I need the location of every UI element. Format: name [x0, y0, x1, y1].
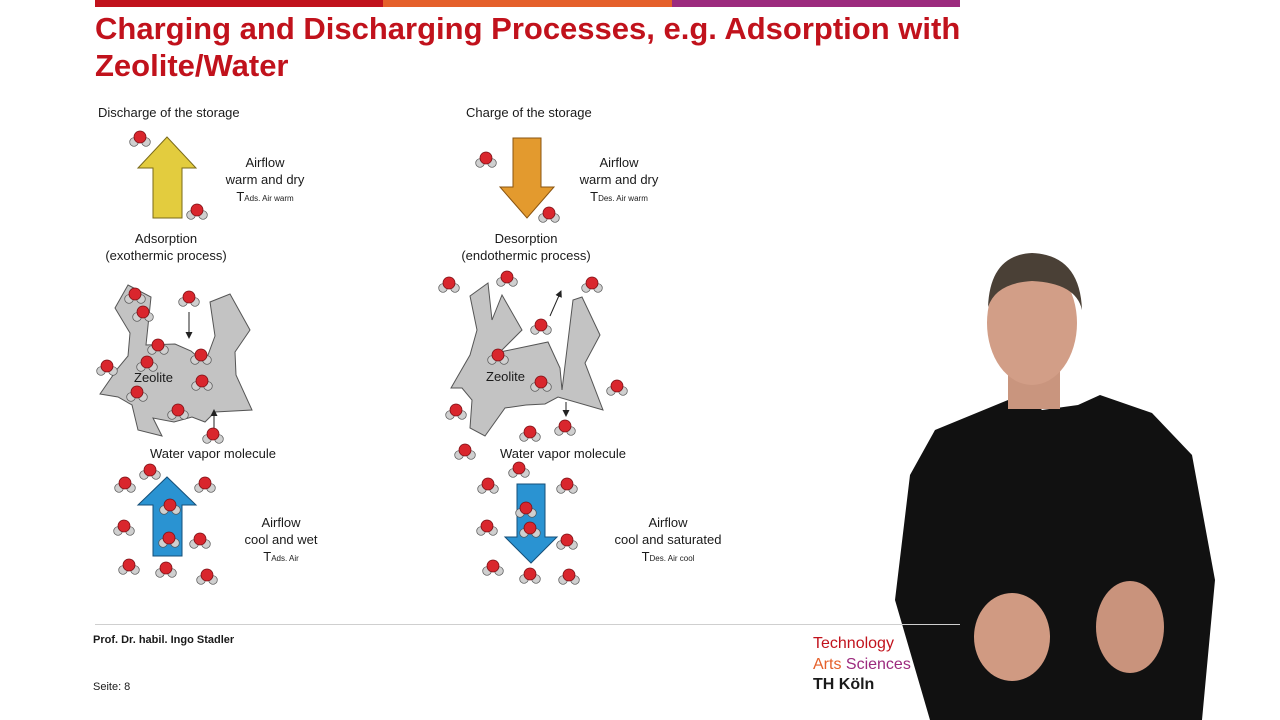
right-bottom-airflow-temp: TDes. Air cool: [604, 548, 732, 567]
right-process-line2: (endothermic process): [461, 248, 591, 263]
left-top-airflow-line1: Airflow: [245, 155, 285, 170]
left-bottom-airflow-line1: Airflow: [261, 515, 301, 530]
right-bottom-airflow-line2: cool and saturated: [614, 532, 722, 547]
logo-line2-arts: Arts: [813, 655, 842, 673]
left-bottom-t: T: [263, 549, 272, 564]
right-top-airflow-line2: warm and dry: [579, 172, 659, 187]
right-process-line1: Desorption: [494, 231, 558, 246]
logo-line3: TH Köln: [813, 676, 875, 693]
left-top-t-sub: Ads. Air warm: [244, 194, 294, 203]
footer-author: Prof. Dr. habil. Ingo Stadler: [93, 634, 235, 646]
airflow-up-arrow-blue: [136, 476, 198, 557]
left-bottom-airflow-line2: cool and wet: [244, 532, 318, 547]
bar-segment-orange: [383, 0, 672, 7]
airflow-up-arrow-yellow: [136, 136, 198, 219]
left-bottom-airflow-label: Airflow cool and wet TAds. Air: [231, 514, 331, 567]
right-top-t-sub: Des. Air warm: [598, 194, 648, 203]
logo-line2-sciences: Sciences: [845, 655, 911, 673]
left-process-line1: Adsorption: [134, 231, 198, 246]
right-bottom-t: T: [641, 549, 650, 564]
bar-segment-red: [95, 0, 384, 7]
right-bottom-t-sub: Des. Air cool: [649, 554, 695, 563]
right-zeolite-label: Zeolite: [486, 369, 526, 384]
left-bottom-t-sub: Ads. Air: [271, 554, 299, 563]
right-top-t: T: [590, 189, 599, 204]
logo-line1: Technology: [813, 635, 894, 652]
left-bottom-airflow-temp: TAds. Air: [231, 548, 331, 567]
logo-line2: Arts Sciences: [813, 655, 911, 676]
right-top-airflow-temp: TDes. Air warm: [569, 188, 669, 207]
right-water-label: Water vapor molecule: [500, 446, 626, 461]
small-arrow-up-right: [549, 290, 562, 317]
left-process-line2: (exothermic process): [105, 248, 227, 263]
footer-divider: [95, 624, 960, 625]
bar-segment-purple: [671, 0, 960, 7]
left-water-label: Water vapor molecule: [150, 446, 276, 461]
left-top-airflow-label: Airflow warm and dry TAds. Air warm: [215, 154, 315, 207]
top-color-bar: [95, 0, 960, 7]
left-zeolite-label: Zeolite: [134, 370, 174, 385]
right-top-airflow-line1: Airflow: [599, 155, 639, 170]
presenter-video-image: [895, 253, 1215, 720]
airflow-down-arrow-orange: [498, 137, 556, 219]
left-top-airflow-temp: TAds. Air warm: [215, 188, 315, 207]
zeolite-shape-right: [450, 282, 604, 437]
left-heading: Discharge of the storage: [98, 105, 240, 120]
right-bottom-airflow-line1: Airflow: [648, 515, 688, 530]
left-process-label: Adsorption (exothermic process): [100, 230, 232, 264]
right-top-airflow-label: Airflow warm and dry TDes. Air warm: [569, 154, 669, 207]
slide-title: Charging and Discharging Processes, e.g.…: [95, 11, 961, 83]
th-koeln-logo: Technology Arts Sciences TH Köln: [813, 634, 911, 696]
left-top-airflow-line2: warm and dry: [225, 172, 305, 187]
right-process-label: Desorption (endothermic process): [455, 230, 597, 264]
footer-page-number: Seite: 8: [93, 681, 131, 693]
right-heading: Charge of the storage: [466, 105, 592, 120]
right-bottom-airflow-label: Airflow cool and saturated TDes. Air coo…: [604, 514, 732, 567]
left-top-t: T: [236, 189, 245, 204]
